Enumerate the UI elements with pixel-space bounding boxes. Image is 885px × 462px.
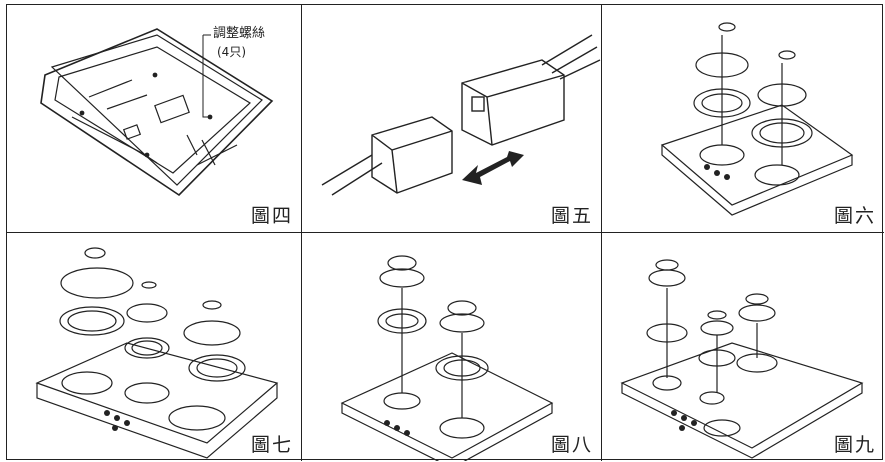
figure-7-panel: 圖七 xyxy=(7,233,302,461)
figure-7-label: 圖七 xyxy=(250,434,293,456)
three-burner-exploded-drawing xyxy=(35,247,279,459)
figure-4-label: 圖四 xyxy=(250,205,293,227)
figure-grid: 調整螺絲 (4只) 圖四 xyxy=(6,4,884,461)
figure-6-panel: 圖六 xyxy=(602,5,884,233)
connector-drawing xyxy=(321,34,601,196)
tray-drawing xyxy=(40,28,274,197)
figure-9-label: 圖九 xyxy=(833,434,876,456)
callout-title: 調整螺絲 xyxy=(213,26,266,41)
two-burner-stacked-drawing xyxy=(340,255,554,461)
callout-quantity: (4只) xyxy=(217,45,246,59)
figure-5-panel: 圖五 xyxy=(302,5,602,233)
figure-8-panel: 圖八 xyxy=(302,233,602,461)
figure-8-label: 圖八 xyxy=(550,434,593,456)
figure-9-panel: 圖九 xyxy=(602,233,884,461)
figure-5-label: 圖五 xyxy=(550,205,593,227)
figure-6-label: 圖六 xyxy=(833,205,876,227)
three-burner-stacked-drawing xyxy=(620,259,864,459)
two-burner-exploded-drawing xyxy=(660,22,854,216)
adjustment-screw-callout: 調整螺絲 (4只) xyxy=(213,25,265,61)
figure-4-panel: 調整螺絲 (4只) 圖四 xyxy=(7,5,302,233)
